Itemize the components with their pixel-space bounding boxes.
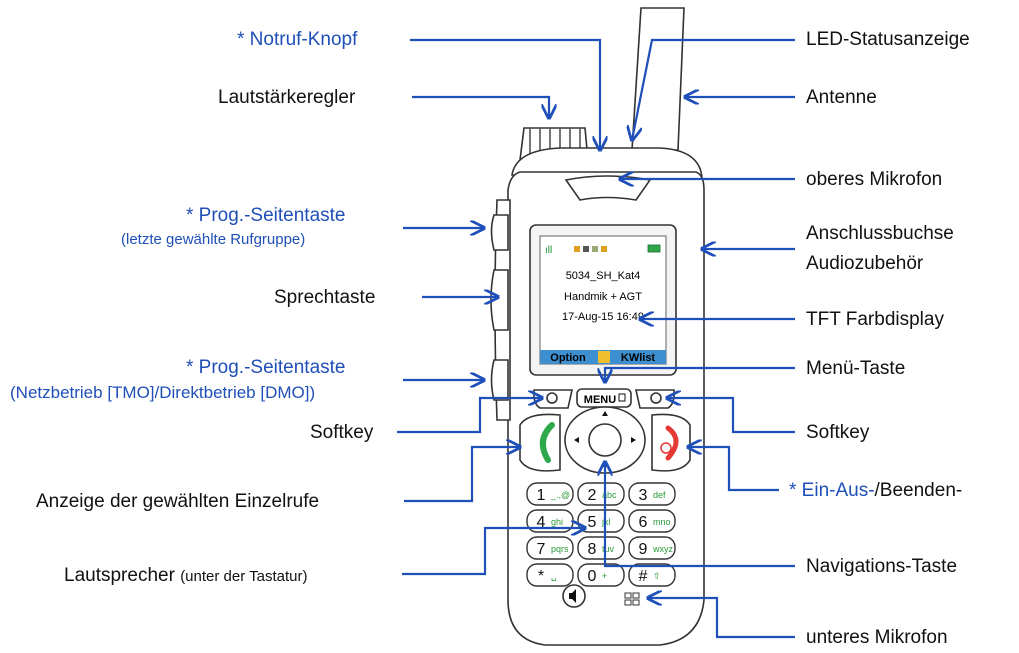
label-led: LED-Statusanzeige — [806, 29, 970, 50]
label-prog1-sub: (letzte gewählte Rufgruppe) — [121, 231, 306, 248]
label-anschluss-1: Anschlussbuchse — [806, 223, 954, 244]
screen-softkey-left: Option — [550, 352, 586, 364]
call-icon — [539, 422, 555, 463]
label-antenne: Antenne — [806, 87, 877, 108]
keypad-key-number: 2 — [588, 487, 597, 504]
keypad-key-number: 9 — [639, 541, 648, 558]
antenna — [631, 7, 685, 151]
keypad-key-number: # — [639, 568, 648, 585]
keypad-key[interactable]: 1 _.,@ — [526, 482, 574, 506]
keypad-key-letters: + — [602, 571, 607, 581]
label-softkey-right: Softkey — [806, 422, 870, 443]
keypad-key-number: 4 — [537, 514, 546, 531]
arrow-mikro-unten — [648, 598, 795, 639]
keypad-key-number: 3 — [639, 487, 648, 504]
keypad-key[interactable]: 2 abc — [577, 482, 625, 506]
keypad-key-number: 5 — [588, 514, 597, 531]
keypad-key[interactable]: #⇧ — [628, 563, 676, 587]
label-prog2: * Prog.-Seitentaste — [186, 357, 346, 378]
label-mikro-oben: oberes Mikrofon — [806, 169, 943, 190]
menu-key-label: MENU — [584, 394, 616, 406]
battery-icon — [647, 244, 661, 253]
label-menue: Menü-Taste — [806, 358, 906, 379]
label-anzeige: Anzeige der gewählten Einzelrufe — [36, 491, 320, 512]
keypad-key[interactable]: 3 def — [628, 482, 676, 506]
label-lautsprecher: Lautsprecher (unter der Tastatur) — [64, 566, 307, 585]
keypad-key-letters: ␣ — [551, 571, 557, 582]
bottom-microphone — [624, 592, 640, 606]
label-lautsprecher-main: Lautsprecher — [64, 565, 175, 586]
arrow-led — [632, 38, 795, 140]
label-lautsprecher-sub: (unter der Tastatur) — [180, 568, 308, 585]
keypad-key-letters: wxyz — [652, 544, 673, 554]
keypad-key[interactable]: 7 pqrs — [526, 536, 574, 560]
keypad-key[interactable]: 6 mno — [628, 509, 676, 533]
keypad-key[interactable]: 9 wxyz — [628, 536, 676, 560]
keypad-key-letters: def — [653, 490, 666, 500]
keypad-key-number: 6 — [639, 514, 648, 531]
label-einaus-black: /Beenden- — [874, 480, 963, 501]
end-call-icon — [665, 425, 679, 461]
keypad-key[interactable]: 0+ — [577, 563, 625, 587]
label-einaus-blue: * Ein-Aus- — [789, 480, 875, 501]
display — [539, 235, 667, 365]
keypad-key-number: 1 — [537, 487, 546, 504]
label-mikro-unten: unteres Mikrofon — [806, 627, 948, 648]
screen-softkey-right: KWlist — [621, 352, 656, 364]
screen-line-3: 17-Aug-15 16:49 — [562, 311, 644, 323]
signal-icon: ıll — [545, 245, 552, 256]
callout-arrows — [397, 38, 795, 639]
keypad-key-letters: ⇧ — [653, 571, 661, 581]
keypad-key-number: 8 — [588, 541, 597, 558]
keypad-key-letters: _.,@ — [550, 490, 570, 500]
arrow-lautsprecher — [402, 528, 585, 576]
keypad-key[interactable]: *␣ — [526, 563, 574, 587]
label-notruf: * Notruf-Knopf — [237, 29, 358, 50]
arrow-softkey-right — [667, 398, 795, 434]
keypad-key-letters: mno — [653, 517, 671, 527]
ptt-button — [490, 269, 509, 331]
keypad-key-number: 0 — [588, 568, 597, 585]
end-key[interactable] — [651, 413, 691, 472]
keypad-key[interactable]: 8 tuv — [577, 536, 625, 560]
label-sprechtaste: Sprechtaste — [274, 287, 376, 308]
arrow-einaus — [688, 447, 779, 492]
arrow-notruf — [410, 38, 600, 150]
label-tft: TFT Farbdisplay — [806, 309, 944, 330]
label-lautstaerke: Lautstärkeregler — [218, 87, 356, 108]
label-prog1: * Prog.-Seitentaste — [186, 205, 346, 226]
arrow-softkey-left — [397, 398, 542, 434]
keypad-key-number: 7 — [537, 541, 546, 558]
arrow-lautstaerke — [412, 95, 549, 118]
screen-line-1: 5034_SH_Kat4 — [566, 270, 641, 282]
label-einaus: * Ein-Aus-/Beenden- — [789, 481, 962, 500]
arrow-navi — [605, 462, 795, 568]
arrow-anzeige — [404, 447, 520, 503]
screen-line-2: Handmik + AGT — [564, 291, 642, 303]
arrow-menue — [605, 366, 795, 382]
keypad-key-letters: abc — [602, 490, 617, 500]
keypad-key-letters: ghi — [551, 517, 563, 527]
label-softkey-left: Softkey — [310, 422, 374, 443]
label-navi: Navigations-Taste — [806, 556, 958, 577]
top-cap — [511, 147, 703, 179]
keypad-key-letters: pqrs — [551, 544, 569, 554]
keypad-key-number: * — [538, 568, 544, 585]
keypad-key-letters: tuv — [602, 544, 615, 554]
speaker-icon — [569, 589, 576, 603]
label-prog2-sub: (Netzbetrieb [TMO]/Direktbetrieb [DMO]) — [10, 383, 316, 402]
label-anschluss-2: Audiozubehör — [806, 253, 924, 274]
